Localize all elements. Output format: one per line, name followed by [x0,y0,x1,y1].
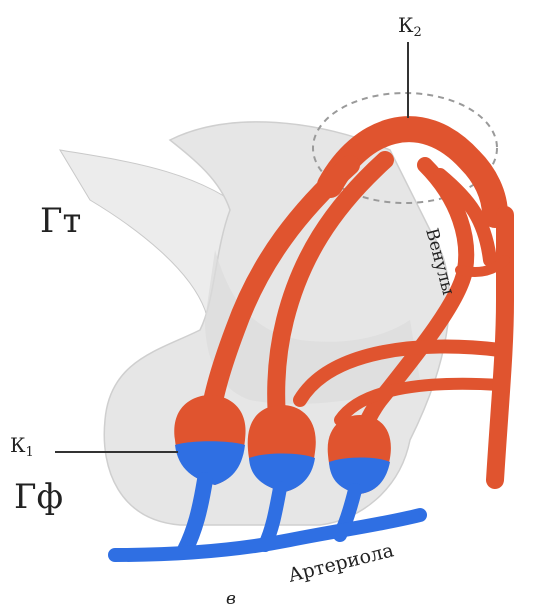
label-arteriole: Артериола [286,539,396,586]
label-gf: Гф [14,477,63,517]
label-panel: в [226,589,236,609]
venule-descending [495,215,505,480]
label-k1: К1 [10,433,34,460]
label-k2: К2 [398,13,422,40]
label-gt: Гт [40,201,81,241]
